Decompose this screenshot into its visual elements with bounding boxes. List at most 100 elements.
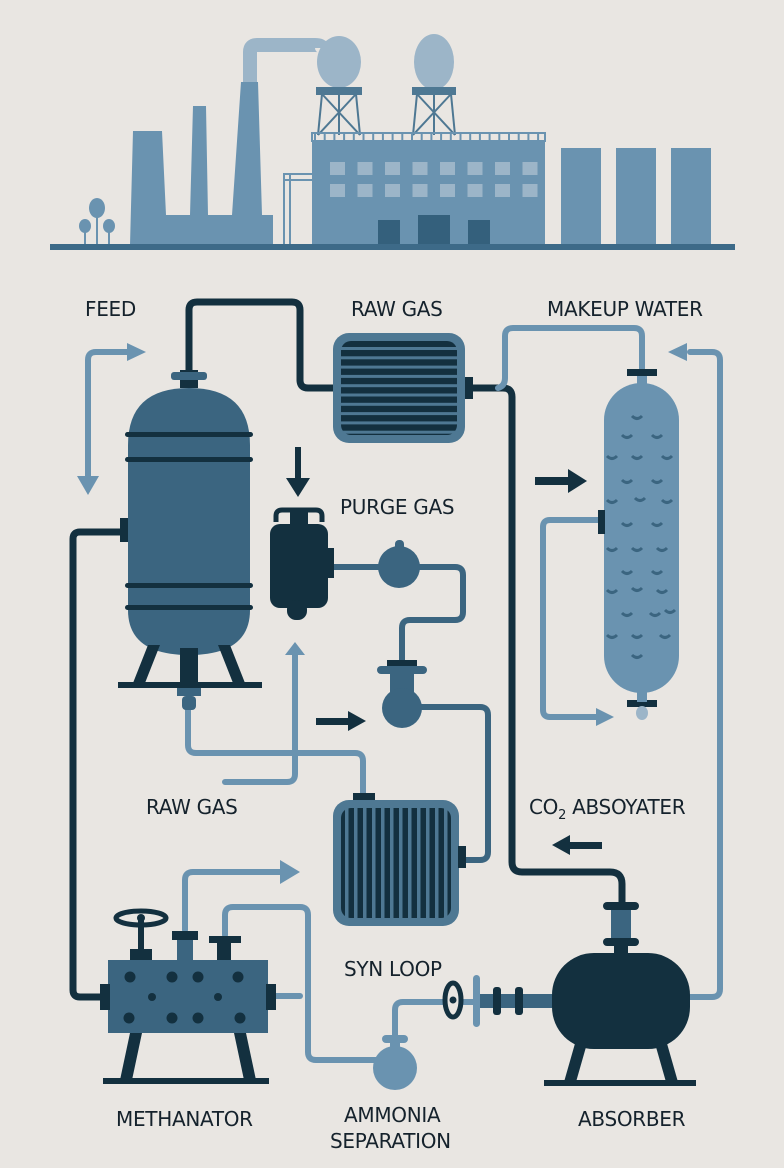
fin — [399, 808, 403, 918]
packing-mark — [663, 608, 677, 614]
labels: FEED RAW GAS MAKEUP WATER PURGE GAS RAW … — [85, 297, 703, 1153]
window — [385, 162, 400, 175]
fin — [341, 347, 457, 350]
packing-mark — [605, 546, 619, 552]
arrow-feed-right-icon — [127, 343, 146, 361]
fin — [363, 808, 367, 918]
rail-post — [527, 133, 530, 141]
water-tower-left — [316, 87, 362, 136]
arrow-column-return-icon — [668, 343, 687, 361]
packing-mark — [630, 633, 644, 639]
packing-mark — [620, 478, 634, 484]
packing-mark — [620, 611, 634, 617]
window — [412, 184, 428, 197]
arrow-down-compressor-icon — [286, 447, 310, 497]
syn-loop-valve — [442, 975, 552, 1027]
window — [495, 184, 510, 197]
packing-mark — [605, 588, 619, 594]
heat-exchanger-middle — [333, 793, 466, 926]
absorber-tank — [544, 902, 696, 1086]
window — [357, 162, 373, 175]
separator-flask-upper — [377, 660, 427, 728]
rail-post — [430, 133, 433, 141]
label-ammonia-line2: SEPARATION — [330, 1129, 451, 1153]
rail-post — [537, 133, 540, 141]
arrow-methanator-outlet-icon — [280, 860, 300, 884]
ground-line — [50, 244, 735, 250]
pipe-methanator-outlet — [182, 869, 286, 933]
window — [522, 184, 538, 197]
arrow-right-column-icon — [535, 469, 587, 493]
fin — [345, 808, 349, 918]
rail-post — [508, 133, 510, 141]
fin — [444, 808, 448, 918]
packing-mark — [605, 498, 619, 504]
fin — [341, 374, 457, 378]
window — [412, 162, 428, 175]
arrow-feed-down-icon — [77, 476, 99, 495]
label-ammonia-line1: AMMONIA — [344, 1103, 441, 1127]
fin — [408, 808, 412, 918]
flow-arrows — [77, 343, 687, 884]
pipe-reformer-to-methanator — [69, 528, 129, 1001]
rail-post — [401, 133, 404, 141]
label-feed: FEED — [85, 297, 136, 321]
factory-skyline — [50, 34, 735, 250]
window — [385, 184, 400, 197]
packing-mark — [655, 546, 669, 552]
packing-mark — [630, 546, 644, 552]
label-co2-subscript: 2 — [558, 808, 566, 823]
packing-mark — [658, 633, 672, 639]
arrow-right-separator-icon — [316, 711, 366, 731]
fin — [381, 808, 385, 918]
label-raw-gas-top: RAW GAS — [351, 297, 443, 321]
packing-mark — [630, 414, 644, 420]
rail-post — [391, 133, 394, 141]
fin — [341, 430, 457, 434]
smoke-duct — [243, 38, 329, 85]
bolt — [124, 971, 136, 983]
pipe-exchanger-to-absorber — [466, 384, 626, 909]
pipe-reformer-to-exchanger — [185, 298, 344, 392]
packing-mark — [650, 478, 664, 484]
fin — [354, 808, 358, 918]
rail-post — [420, 133, 423, 141]
fin — [341, 412, 457, 416]
heat-exchanger-top — [333, 333, 473, 443]
ladder — [283, 173, 312, 246]
pipe-methanator-to-ammonia — [222, 904, 381, 1063]
pipe-makeup-water — [495, 325, 645, 391]
fin — [372, 808, 376, 918]
pipes — [69, 298, 723, 1063]
fin-core — [341, 808, 451, 918]
packing-mark — [650, 521, 664, 527]
fin — [341, 356, 457, 360]
rail-post — [314, 133, 316, 141]
pipe-absorber-return — [687, 349, 723, 1000]
packing-mark — [650, 569, 664, 575]
label-raw-gas-bottom: RAW GAS — [146, 795, 238, 819]
water-tower-right — [412, 87, 456, 136]
window — [330, 162, 345, 175]
reformer-vessel — [118, 370, 262, 710]
fin — [341, 365, 457, 369]
label-methanator: METHANATOR — [116, 1107, 253, 1131]
compressor — [270, 507, 334, 620]
packing-mark — [620, 433, 634, 439]
packing-mark — [620, 569, 634, 575]
fin — [341, 421, 457, 425]
chimney-1 — [130, 82, 273, 245]
door-left — [378, 220, 400, 245]
arrow-column-loop-icon — [596, 708, 614, 726]
rail-post — [372, 133, 375, 141]
smoke-cloud-right — [414, 34, 454, 90]
pipe-raw-gas-inlet — [222, 645, 298, 785]
fin — [426, 808, 430, 918]
bolt — [123, 1012, 135, 1024]
fin — [417, 808, 421, 918]
rail-post — [362, 133, 365, 141]
window — [495, 162, 510, 175]
door-right — [468, 220, 490, 245]
